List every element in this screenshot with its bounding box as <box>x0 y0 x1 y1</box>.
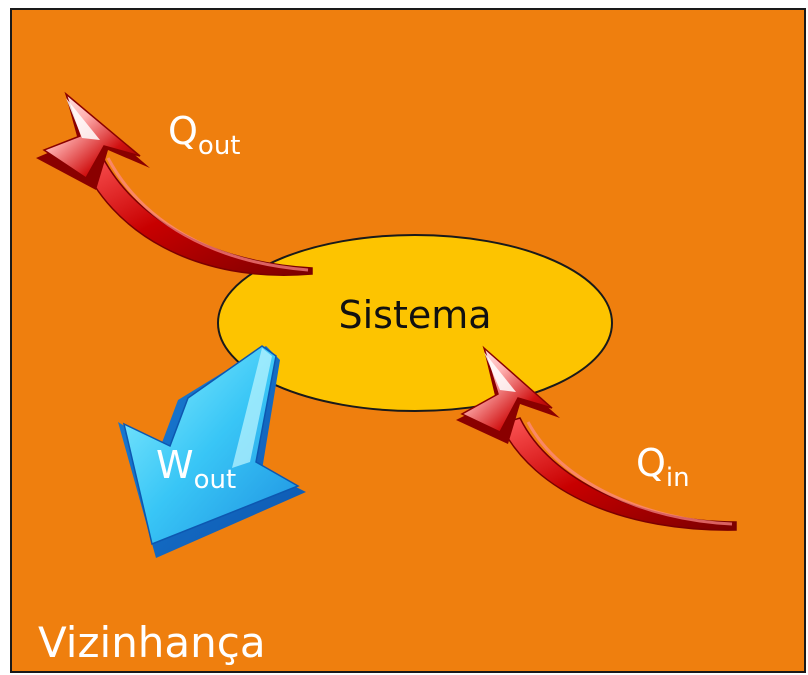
work-out-subscript: out <box>193 465 237 495</box>
heat-in-arrow <box>456 345 737 531</box>
system-label: Sistema <box>338 293 492 337</box>
heat-out-subscript: out <box>197 131 241 161</box>
surroundings-label: Vizinhança <box>38 618 266 667</box>
heat-in-label: Qin <box>636 441 690 491</box>
heat-out-symbol: Q <box>168 109 198 153</box>
heat-in-subscript: in <box>665 463 690 493</box>
work-out-label: Wout <box>156 443 236 493</box>
work-out-arrow <box>118 345 306 558</box>
work-out-symbol: W <box>156 443 194 487</box>
system-ellipse <box>217 234 613 412</box>
heat-out-label: Qout <box>168 109 241 159</box>
heat-in-symbol: Q <box>636 441 666 485</box>
heat-out-arrow <box>36 91 313 276</box>
